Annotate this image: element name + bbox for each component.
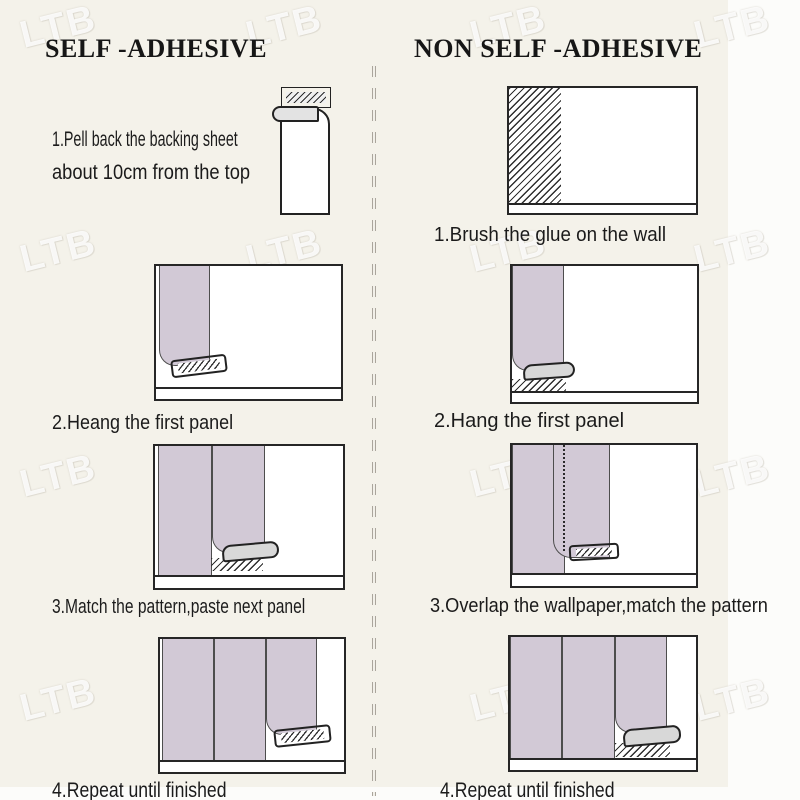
peel-flap-grey bbox=[221, 540, 280, 563]
wallpaper-panel-2 bbox=[562, 637, 615, 760]
wall-illustration-step2-left bbox=[154, 264, 343, 401]
baseboard bbox=[510, 758, 696, 770]
backing-sheet-top bbox=[281, 87, 331, 108]
wallpaper-panel-1 bbox=[158, 446, 212, 577]
wallpaper-panel-3 bbox=[266, 639, 317, 735]
baseboard bbox=[160, 760, 344, 772]
glue-hatch-area bbox=[509, 88, 561, 203]
watermark-text: LTB bbox=[15, 670, 101, 730]
wallpaper-panel-2 bbox=[214, 639, 266, 762]
left-step4-caption: 4.Repeat until finished bbox=[52, 779, 260, 800]
wall-illustration-step4-right bbox=[508, 635, 698, 772]
left-step2-caption: 2.Heang the first panel bbox=[52, 412, 253, 435]
overlap-dotted-line bbox=[563, 445, 565, 551]
bottom-background-strip bbox=[0, 787, 800, 800]
left-step1-line1-text: 1.Pell back the backing sheet bbox=[52, 128, 238, 151]
right-step1-caption: 1.Brush the glue on the wall bbox=[434, 224, 681, 247]
wall-illustration-step4-left bbox=[158, 637, 346, 774]
watermark-text: LTB bbox=[15, 446, 101, 506]
peel-flap-grey bbox=[522, 361, 576, 381]
left-step1-instruction-line2: about 10cm from the top bbox=[52, 161, 280, 185]
left-step4-caption-text: 4.Repeat until finished bbox=[52, 779, 227, 800]
wallpaper-panel bbox=[159, 266, 210, 366]
baseboard bbox=[155, 575, 343, 588]
wall-illustration-step3-right bbox=[510, 443, 698, 588]
wallpaper-panel-1 bbox=[510, 637, 562, 760]
left-step3-caption: 3.Match the pattern,paste next panel bbox=[52, 596, 377, 619]
right-step4-caption: 4.Repeat until finished bbox=[440, 779, 648, 800]
wallpaper-panel-2 bbox=[553, 445, 610, 558]
peel-flap-grey bbox=[622, 724, 682, 748]
wall-illustration-step2-right bbox=[510, 264, 699, 404]
wall-illustration-step1-right bbox=[507, 86, 698, 215]
baseboard bbox=[156, 387, 341, 399]
left-step1-line2-text: about 10cm from the top bbox=[52, 161, 251, 184]
right-column-title: NON SELF -ADHESIVE bbox=[414, 34, 703, 63]
wall-illustration-step3-left bbox=[153, 444, 345, 590]
right-step4-caption-text: 4.Repeat until finished bbox=[440, 779, 615, 800]
wallpaper-panel-2 bbox=[212, 446, 265, 553]
baseboard bbox=[512, 573, 696, 586]
left-step2-caption-text: 2.Heang the first panel bbox=[52, 412, 234, 434]
right-step3-caption-text: 3.Overlap the wallpaper,match the patter… bbox=[430, 595, 768, 617]
right-step1-caption-text: 1.Brush the glue on the wall bbox=[434, 224, 667, 246]
right-step2-caption: 2.Hang the first panel bbox=[434, 410, 624, 433]
watermark-text: LTB bbox=[15, 221, 101, 281]
baseboard bbox=[512, 391, 697, 402]
left-step3-caption-text: 3.Match the pattern,paste next panel bbox=[52, 596, 306, 618]
wallpaper-panel-1 bbox=[162, 639, 214, 762]
wallpaper-panel bbox=[512, 266, 564, 371]
left-step1-instruction-line1: 1.Pell back the backing sheet bbox=[52, 128, 325, 152]
wallpaper-strip bbox=[280, 108, 330, 215]
wallpaper-panel-3 bbox=[615, 637, 667, 733]
dashed-divider bbox=[372, 66, 376, 796]
baseboard bbox=[509, 203, 696, 213]
peel-flap-hatched bbox=[568, 542, 620, 562]
right-step2-caption-text: 2.Hang the first panel bbox=[434, 410, 625, 432]
right-background-strip bbox=[728, 0, 800, 800]
hatch-under-flap bbox=[512, 379, 566, 391]
peeled-backing-flap bbox=[272, 106, 319, 122]
right-step3-caption: 3.Overlap the wallpaper,match the patter… bbox=[430, 595, 800, 618]
left-column-title: SELF -ADHESIVE bbox=[45, 34, 268, 63]
